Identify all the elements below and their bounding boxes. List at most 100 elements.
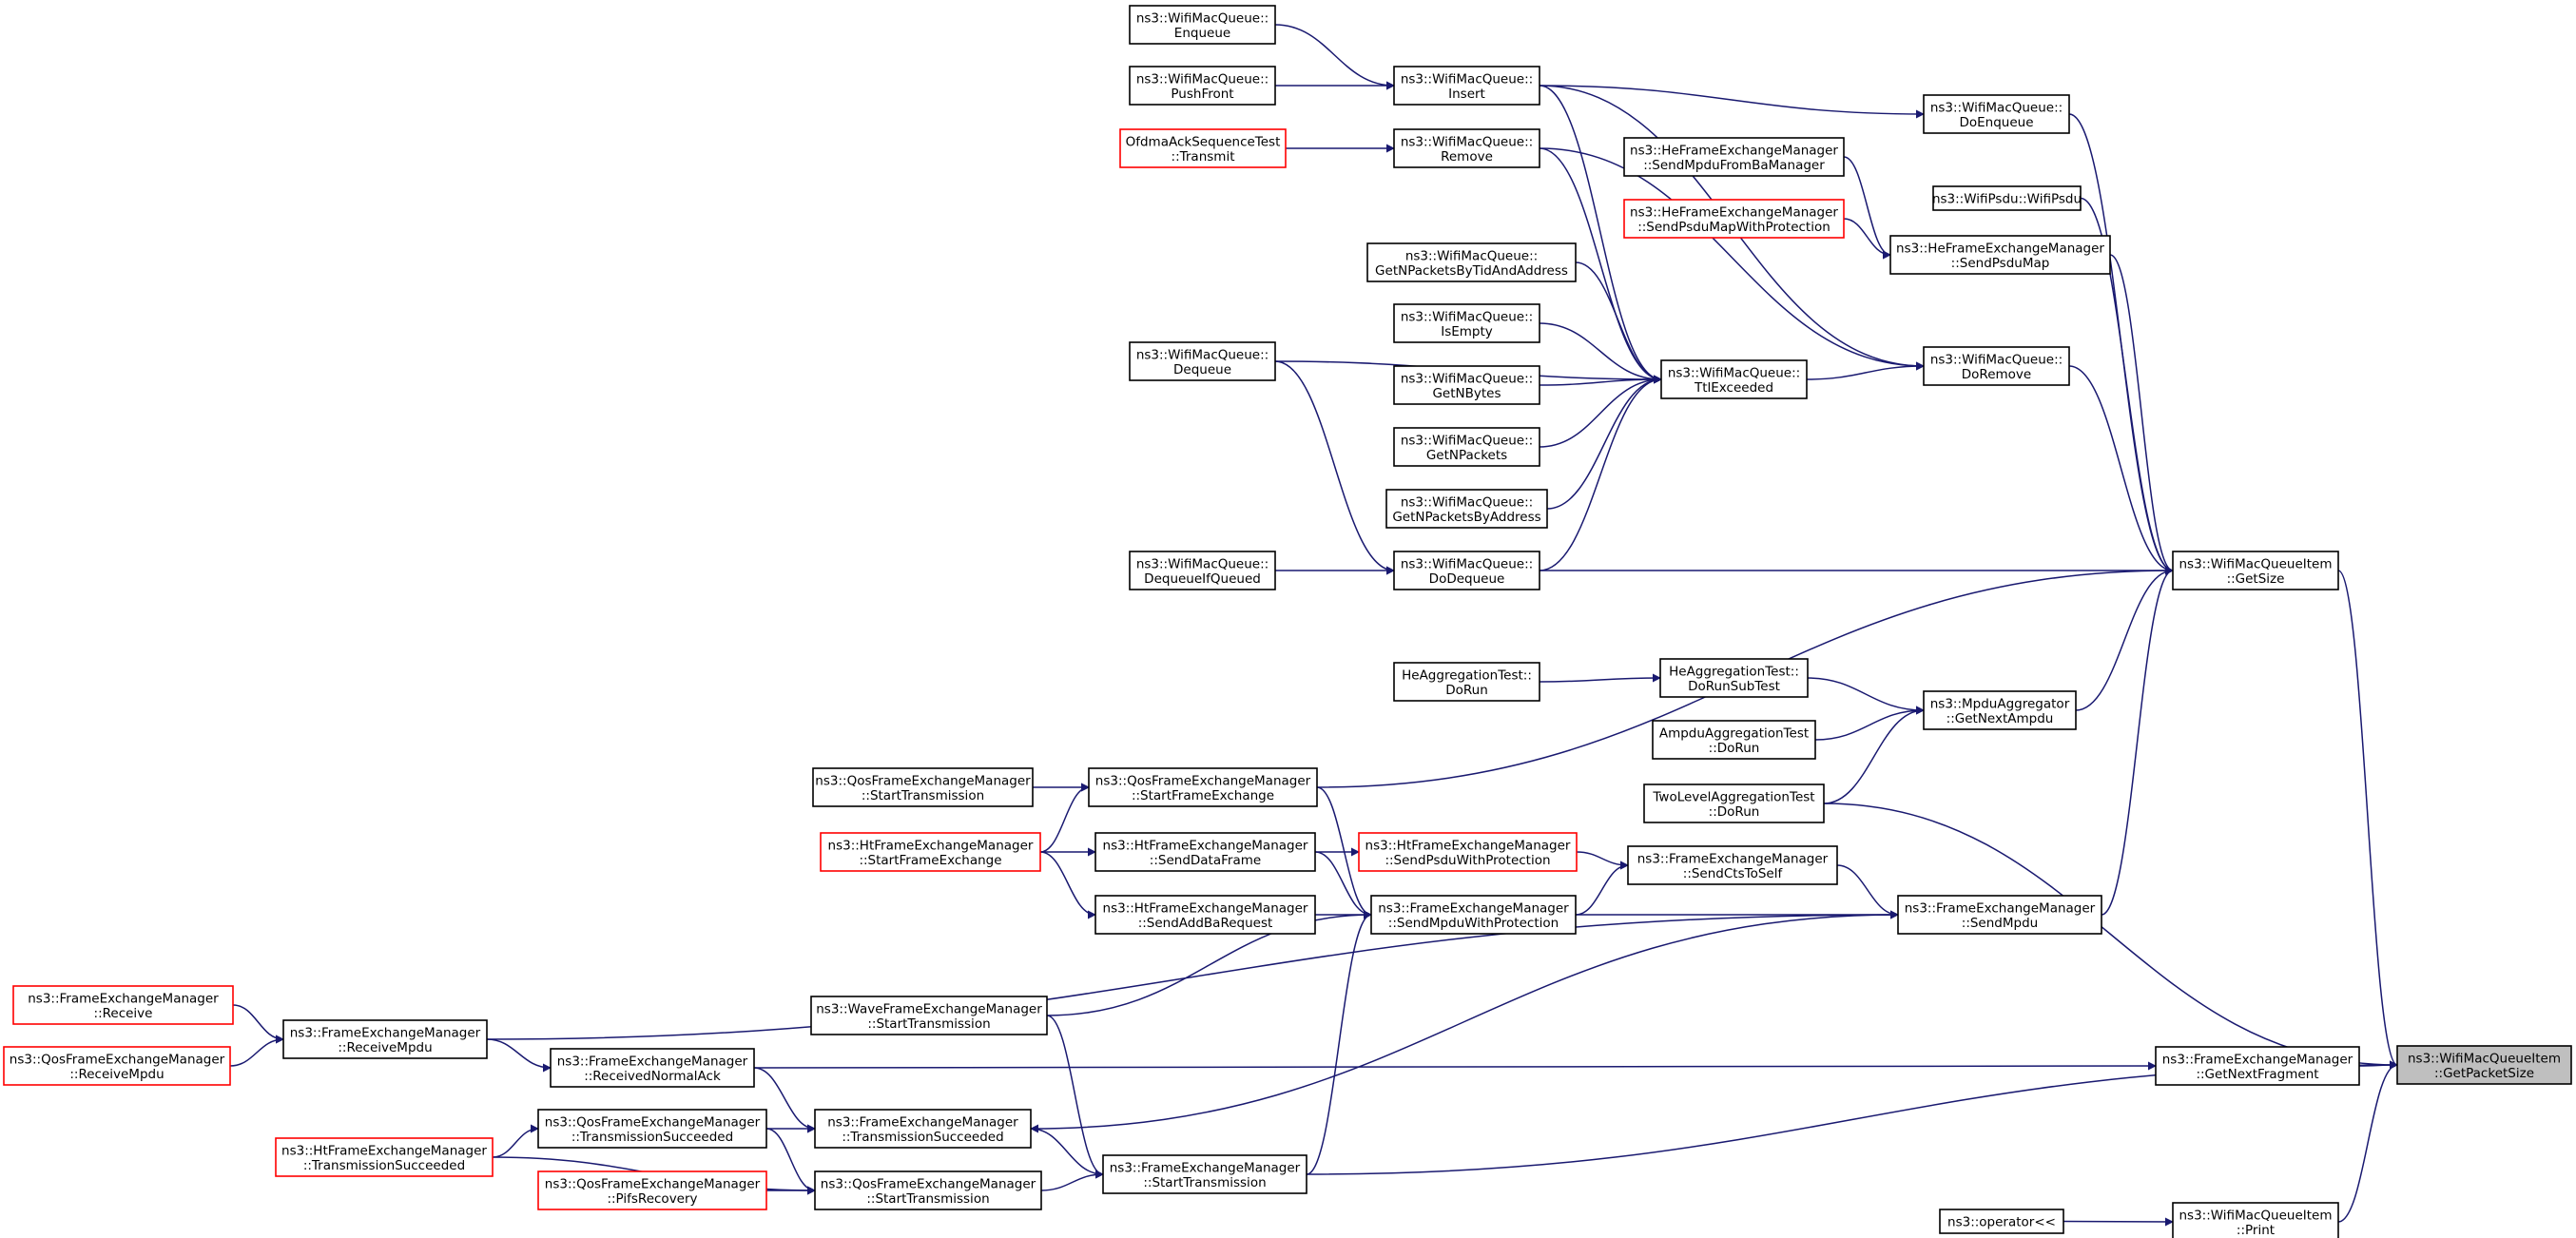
graph-edge-wmq-enqueue-to-wmq-insert	[1274, 24, 1395, 90]
graph-edge-hefem-sendpsdumap-to-wmqi-getsize	[2109, 254, 2174, 575]
node-label-line: ns3::WifiMacQueue::	[1136, 10, 1269, 26]
graph-edge	[1274, 360, 1395, 575]
node-label-line: OfdmaAckSequenceTest	[1126, 134, 1281, 149]
graph-edge-fem-receivednormalack-to-fem-getnextfragment	[753, 1061, 2157, 1071]
graph-node-htfem-startframeexchange[interactable]: ns3::HtFrameExchangeManager::StartFrameE…	[820, 832, 1041, 872]
graph-node-fem-transmissionsucceeded[interactable]: ns3::FrameExchangeManager::TransmissionS…	[814, 1109, 1032, 1149]
node-label-line: ::SendPsduWithProtection	[1385, 853, 1550, 868]
node-label-line: DoEnqueue	[1959, 115, 2033, 130]
graph-node-qosfem-starttransmission-b[interactable]: ns3::QosFrameExchangeManager::StartTrans…	[814, 1170, 1042, 1210]
graph-edge-fem-transmissionsucceeded-to-fem-starttransmission	[1030, 1128, 1104, 1179]
graph-node-fem-sendmpdu[interactable]: ns3::FrameExchangeManager::SendMpdu	[1897, 895, 2102, 935]
graph-node-wmq-dequeue[interactable]: ns3::WifiMacQueue::Dequeue	[1129, 341, 1276, 381]
graph-node-heagg-dorunsubtest[interactable]: HeAggregationTest::DoRunSubTest	[1659, 658, 1809, 698]
graph-node-htfem-transmissionsucceeded[interactable]: ns3::HtFrameExchangeManager::Transmissio…	[275, 1137, 494, 1177]
node-label-line: IsEmpty	[1441, 324, 1493, 339]
graph-node-ns3-operator[interactable]: ns3::operator<<	[1939, 1209, 2064, 1234]
graph-node-qosfem-startframeexchange[interactable]: ns3::QosFrameExchangeManager::StartFrame…	[1088, 767, 1318, 807]
graph-node-wmq-getnbytes[interactable]: ns3::WifiMacQueue::GetNBytes	[1393, 365, 1540, 405]
graph-node-ampduagg-dorun[interactable]: AmpduAggregationTest::DoRun	[1652, 720, 1816, 760]
graph-node-wifipsdu[interactable]: ns3::WifiPsdu::WifiPsdu	[1932, 185, 2082, 211]
node-box	[1393, 128, 1540, 168]
graph-node-heagg-dorun[interactable]: HeAggregationTest::DoRun	[1393, 662, 1540, 702]
node-label-line: ::PifsRecovery	[607, 1191, 697, 1207]
graph-node-htfem-sendpsduwp[interactable]: ns3::HtFrameExchangeManager::SendPsduWit…	[1358, 832, 1578, 872]
graph-node-fem-receivempdu[interactable]: ns3::FrameExchangeManager::ReceiveMpdu	[282, 1019, 488, 1059]
graph-node-hefem-sendpsdumapwp[interactable]: ns3::HeFrameExchangeManager::SendPsduMap…	[1623, 199, 1845, 239]
node-label-line: ns3::WifiMacQueueItem	[2179, 556, 2332, 571]
graph-node-hefem-sendpsdumap[interactable]: ns3::HeFrameExchangeManager::SendPsduMap	[1889, 235, 2111, 275]
graph-edge-fem-receivempdu-to-fem-receivednormalack	[486, 1038, 552, 1073]
node-label-line: ns3::FrameExchangeManager	[827, 1114, 1018, 1130]
graph-edge	[1576, 851, 1629, 870]
graph-edge-htfem-startframeexchange-to-htfem-sendaddbarequest	[1039, 851, 1096, 919]
graph-node-wmq-dequeueifqueued[interactable]: ns3::WifiMacQueue::DequeueIfQueued	[1129, 551, 1276, 590]
graph-node-hefem-sendmpdufromba[interactable]: ns3::HeFrameExchangeManager::SendMpduFro…	[1623, 137, 1845, 177]
node-label-line: ns3::HeFrameExchangeManager	[1630, 143, 1838, 158]
graph-node-fem-receivednormalack[interactable]: ns3::FrameExchangeManager::ReceivedNorma…	[550, 1048, 755, 1088]
node-label-line: ns3::FrameExchangeManager	[1110, 1160, 1301, 1175]
graph-edge	[1806, 361, 1925, 380]
graph-node-fem-sendctstoself[interactable]: ns3::FrameExchangeManager::SendCtsToSelf	[1627, 845, 1838, 885]
graph-edge	[1030, 1128, 1104, 1179]
graph-node-qosfem-transmissionsucceeded[interactable]: ns3::QosFrameExchangeManager::Transmissi…	[537, 1109, 767, 1149]
node-label-line: ::SendMpdu	[1962, 916, 2038, 931]
graph-node-wmq-remove[interactable]: ns3::WifiMacQueue::Remove	[1393, 128, 1540, 168]
graph-node-wmq-insert[interactable]: ns3::WifiMacQueue::Insert	[1393, 66, 1540, 106]
graph-node-wmq-getnpackets[interactable]: ns3::WifiMacQueue::GetNPackets	[1393, 427, 1540, 467]
node-label-line: DequeueIfQueued	[1144, 571, 1261, 587]
graph-node-fem-receive[interactable]: ns3::FrameExchangeManager::Receive	[12, 985, 234, 1025]
graph-edge-ns3-operator-to-wmqi-print	[2063, 1217, 2174, 1227]
node-label-line: ns3::QosFrameExchangeManager	[821, 1176, 1036, 1191]
graph-node-wavefem-starttransmission[interactable]: ns3::WaveFrameExchangeManager::StartTran…	[810, 996, 1048, 1035]
graph-edge	[2080, 197, 2174, 575]
graph-node-wmqi-print[interactable]: ns3::WifiMacQueueItem::Print	[2172, 1202, 2339, 1238]
graph-node-qosfem-starttransmission-a[interactable]: ns3::QosFrameExchangeManager::StartTrans…	[812, 767, 1034, 807]
node-label-line: ns3::WifiPsdu::WifiPsdu	[1932, 192, 2082, 207]
graph-node-htfem-sendaddbarequest[interactable]: ns3::HtFrameExchangeManager::SendAddBaRe…	[1094, 895, 1316, 935]
node-label-line: ::StartFrameExchange	[859, 853, 1001, 868]
graph-edge	[2075, 566, 2174, 711]
node-box	[1385, 489, 1548, 529]
node-label-line: Dequeue	[1173, 362, 1231, 377]
graph-node-wmq-doenqueue[interactable]: ns3::WifiMacQueue::DoEnqueue	[1923, 94, 2070, 134]
graph-edge	[2063, 1217, 2174, 1227]
graph-node-wmq-pushfront[interactable]: ns3::WifiMacQueue::PushFront	[1129, 66, 1276, 106]
graph-node-wmqi-getsize[interactable]: ns3::WifiMacQueueItem::GetSize	[2172, 551, 2339, 590]
graph-node-ofdma-transmit[interactable]: OfdmaAckSequenceTest::Transmit	[1119, 128, 1287, 168]
node-label-line: ns3::WaveFrameExchangeManager	[816, 1001, 1042, 1016]
node-label-line: ::TransmissionSucceeded	[303, 1158, 465, 1173]
graph-node-mpduagg-getnextampdu[interactable]: ns3::MpduAggregator::GetNextAmpdu	[1923, 690, 2077, 730]
graph-node-fem-starttransmission[interactable]: ns3::FrameExchangeManager::StartTransmis…	[1102, 1154, 1307, 1194]
graph-node-wmq-isempty[interactable]: ns3::WifiMacQueue::IsEmpty	[1393, 303, 1540, 343]
graph-edge	[492, 1124, 539, 1158]
node-box	[814, 1109, 1032, 1149]
graph-node-wmq-enqueue[interactable]: ns3::WifiMacQueue::Enqueue	[1129, 5, 1276, 45]
node-box	[282, 1019, 488, 1059]
graph-node-wmq-getnpackets-tid[interactable]: ns3::WifiMacQueue::GetNPacketsByTidAndAd…	[1366, 242, 1577, 282]
graph-node-fem-sendmpduwp[interactable]: ns3::FrameExchangeManager::SendMpduWithP…	[1370, 895, 1577, 935]
graph-node-htfem-senddataframe[interactable]: ns3::HtFrameExchangeManager::SendDataFra…	[1094, 832, 1316, 872]
node-label-line: ::ReceiveMpdu	[338, 1040, 432, 1055]
node-label-line: Enqueue	[1174, 26, 1230, 41]
graph-edge-fem-starttransmission-to-fem-sendmpduwp	[1306, 910, 1372, 1175]
graph-node-wmqi-getpacketsize[interactable]: ns3::WifiMacQueueItem::GetPacketSize	[2396, 1045, 2572, 1085]
node-label-line: DoDequeue	[1429, 571, 1505, 587]
graph-node-wmq-dodequeue[interactable]: ns3::WifiMacQueue::DoDequeue	[1393, 551, 1540, 590]
node-box	[1393, 662, 1540, 702]
node-label-line: ns3::HtFrameExchangeManager	[281, 1143, 487, 1158]
graph-node-twolevel-dorun[interactable]: TwoLevelAggregationTest::DoRun	[1643, 783, 1825, 823]
graph-node-qosfem-receivempdu[interactable]: ns3::QosFrameExchangeManager::ReceiveMpd…	[3, 1046, 231, 1086]
graph-node-wmq-getnpackets-addr[interactable]: ns3::WifiMacQueue::GetNPacketsByAddress	[1385, 489, 1548, 529]
graph-node-wmq-ttlexceeded[interactable]: ns3::WifiMacQueue::TtlExceeded	[1660, 359, 1808, 399]
node-label-line: ns3::FrameExchangeManager	[1378, 900, 1569, 916]
graph-edge-wmq-dodequeue-to-wmq-ttlexceeded	[1539, 375, 1662, 571]
graph-edge-fem-sendmpdu-to-fem-transmissionsucceeded	[1030, 914, 1899, 1133]
graph-node-fem-getnextfragment[interactable]: ns3::FrameExchangeManager::GetNextFragme…	[2155, 1046, 2360, 1086]
graph-node-wmq-doremove[interactable]: ns3::WifiMacQueue::DoRemove	[1923, 346, 2070, 386]
node-box	[2172, 551, 2339, 590]
graph-edge-wmqi-getsize-to-wmqi-getpacketsize	[2337, 570, 2398, 1070]
graph-node-qosfem-pifsrecovery[interactable]: ns3::QosFrameExchangeManager::PifsRecove…	[537, 1170, 767, 1210]
node-label-line: ::StartTransmission	[862, 788, 984, 803]
